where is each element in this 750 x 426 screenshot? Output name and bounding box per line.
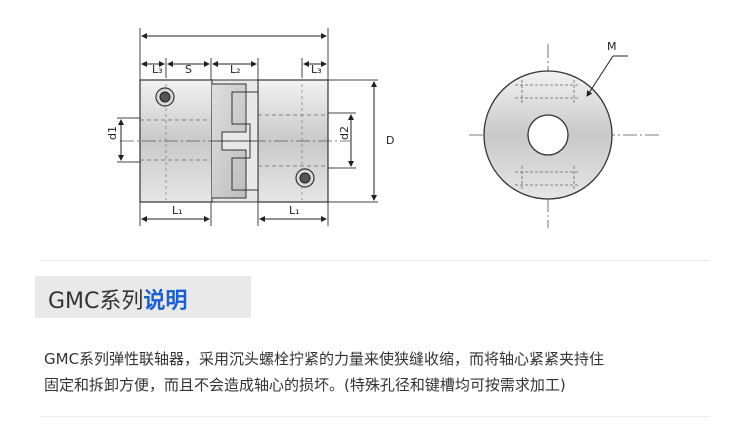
label-l1-left: L₁ <box>172 204 183 217</box>
label-d1: d1 <box>106 126 119 140</box>
technical-drawing: L₃ S L₂ L₃ d1 d2 D L₁ L₁ M <box>106 28 660 228</box>
label-l3-left: L₃ <box>152 63 163 76</box>
section-title-prefix: GMC系列 <box>48 289 144 314</box>
label-m: M <box>607 40 617 53</box>
label-d2: d2 <box>338 126 351 140</box>
front-view: M <box>469 40 660 228</box>
label-l3-right: L₃ <box>311 63 322 76</box>
bottom-divider <box>40 416 710 417</box>
label-s: S <box>185 63 192 76</box>
description-line-1: GMC系列弹性联轴器，采用沉头螺栓拧紧的力量来使狭缝收缩，而将轴心紧紧夹持住 <box>44 350 605 368</box>
section-divider <box>40 260 710 261</box>
section-title: GMC系列说明 <box>35 276 251 318</box>
section-description: GMC系列弹性联轴器，采用沉头螺栓拧紧的力量来使狭缝收缩，而将轴心紧紧夹持住 固… <box>44 346 724 398</box>
side-view: L₃ S L₂ L₃ d1 d2 D L₁ L₁ <box>106 28 394 226</box>
label-d: D <box>386 134 394 147</box>
label-l2: L₂ <box>230 63 241 76</box>
description-line-2: 固定和拆卸方便，而且不会造成轴心的损坏。(特殊孔径和键槽均可按需求加工) <box>44 376 566 394</box>
section-title-highlight: 说明 <box>143 289 188 314</box>
label-l1-right: L₁ <box>289 204 300 217</box>
